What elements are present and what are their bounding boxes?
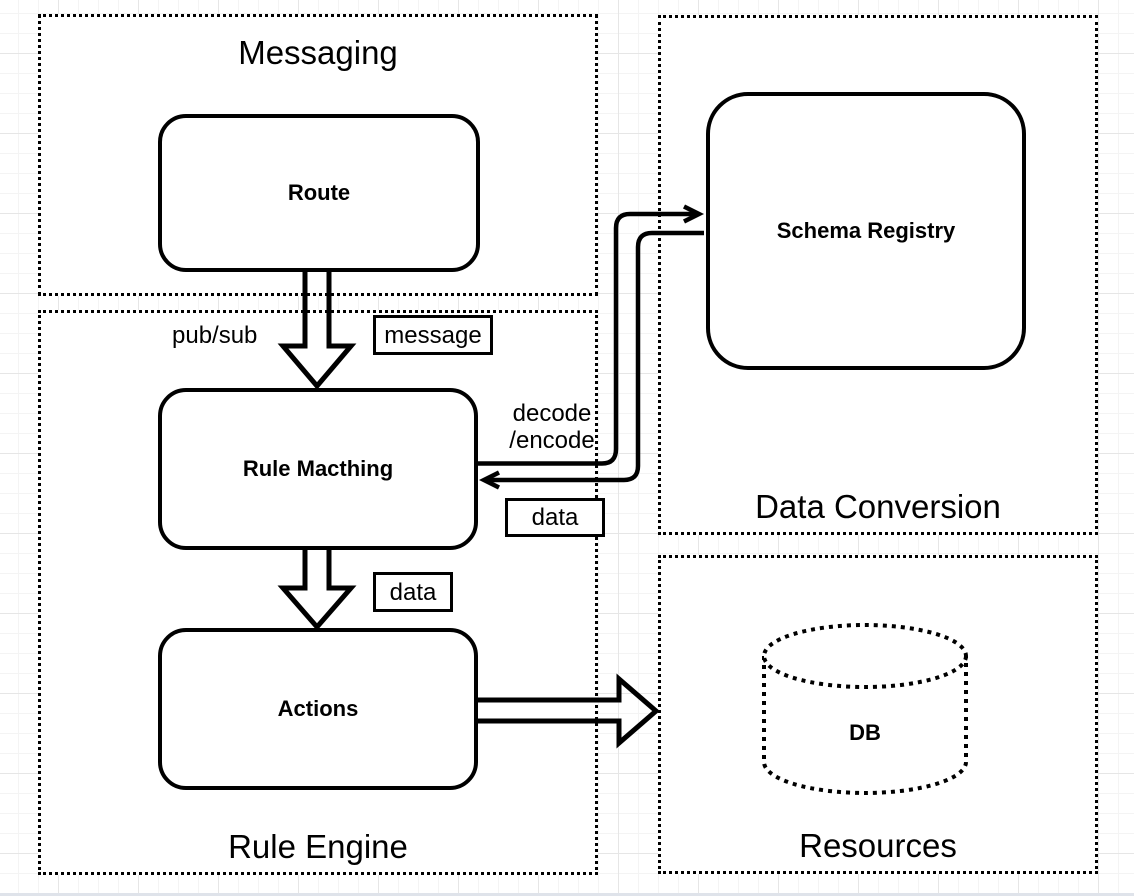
container-title-messaging: Messaging: [238, 34, 398, 71]
container-title-data-conversion: Data Conversion: [755, 488, 1001, 525]
container-title-rule-engine: Rule Engine: [228, 828, 408, 865]
container-resources[interactable]: Resources: [658, 555, 1098, 874]
node-rule-matching-label: Rule Macthing: [242, 456, 394, 481]
node-route[interactable]: Route: [158, 114, 480, 272]
node-rule-matching[interactable]: Rule Macthing: [158, 388, 478, 550]
window-bottom-edge: [0, 893, 1134, 896]
edge-label-decode-encode[interactable]: decode /encode: [492, 400, 612, 454]
edge-label-message[interactable]: message: [373, 315, 493, 355]
node-schema-registry[interactable]: Schema Registry: [706, 92, 1026, 370]
container-title-resources: Resources: [799, 827, 957, 864]
node-schema-registry-label: Schema Registry: [776, 218, 956, 243]
edge-label-decode-line2: /encode: [509, 427, 595, 454]
node-actions[interactable]: Actions: [158, 628, 478, 790]
edge-label-pub-sub[interactable]: pub/sub: [172, 322, 258, 349]
node-route-label: Route: [287, 180, 351, 205]
edge-label-data-down[interactable]: data: [373, 572, 453, 612]
node-db-label: DB: [849, 720, 881, 745]
node-actions-label: Actions: [277, 696, 359, 721]
edge-label-decode-line1: decode: [512, 400, 592, 427]
edge-label-data-return[interactable]: data: [505, 498, 605, 537]
